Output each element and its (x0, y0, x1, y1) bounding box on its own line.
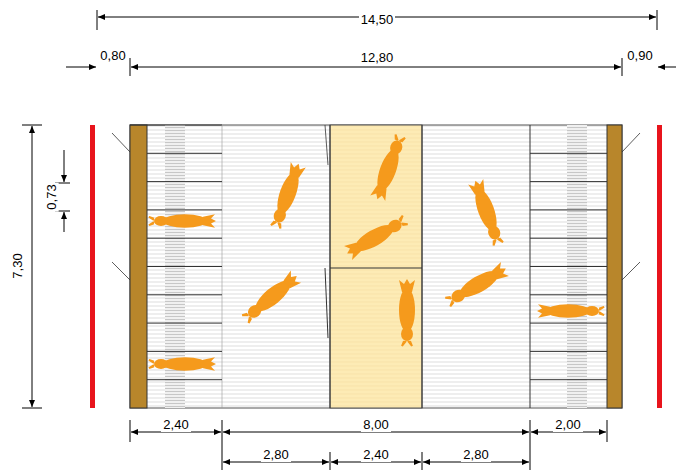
stall-divider (530, 294, 607, 295)
dimension-label: 14,50 (359, 13, 396, 27)
dimension-label: 0,80 (98, 49, 127, 63)
stall-divider (530, 266, 607, 267)
dimension-label: 2,40 (161, 418, 190, 432)
stall-divider (147, 209, 222, 210)
dimension-label: 2,80 (461, 448, 490, 462)
stall-divider (147, 351, 222, 352)
stall-divider (147, 238, 222, 239)
stall-divider (147, 266, 222, 267)
stall-divider (147, 379, 222, 380)
stall-divider (530, 153, 607, 154)
dimension-label: 7,30 (11, 251, 25, 280)
stall-divider (147, 294, 222, 295)
dimension-label: 0,73 (45, 182, 59, 211)
stall-divider (530, 379, 607, 380)
dimension-label: 0,90 (625, 49, 654, 63)
stall-divider (147, 323, 222, 324)
dimension-label: 8,00 (361, 418, 390, 432)
stall-divider (530, 209, 607, 210)
stall-divider (530, 181, 607, 182)
dimension-label: 12,80 (359, 51, 396, 65)
dimension-label: 2,00 (553, 418, 582, 432)
dimension-label: 2,40 (361, 448, 390, 462)
stall-divider (530, 323, 607, 324)
stall-divider (147, 153, 222, 154)
stall-divider (147, 181, 222, 182)
dimension-label: 2,80 (261, 448, 290, 462)
stall-divider (530, 238, 607, 239)
stall-divider (530, 351, 607, 352)
